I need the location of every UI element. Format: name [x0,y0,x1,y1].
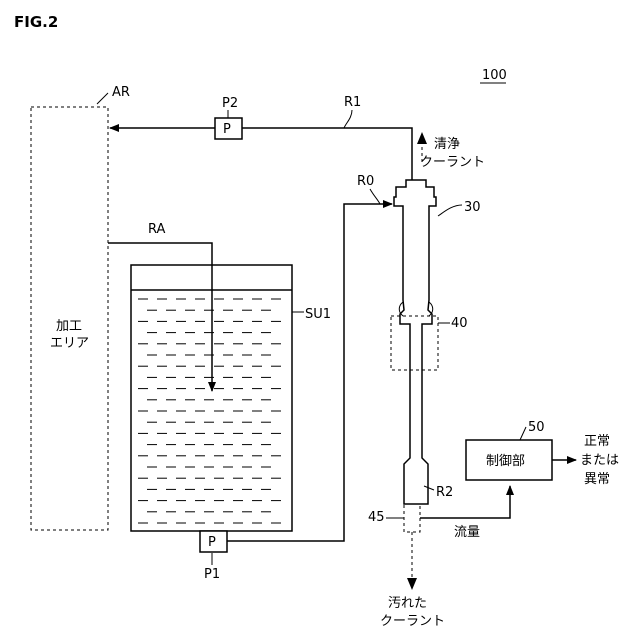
r0-label: R0 [357,174,374,189]
r1-leader [344,110,352,128]
figure-label: FIG.2 [14,13,58,31]
r1-label: R1 [344,95,361,110]
flow-rate-label: 流量 [454,525,480,540]
dirty-coolant-label-1: 汚れた [388,596,427,611]
cyclone-separator [394,180,436,504]
ra-label: RA [148,222,166,237]
ar-leader [97,93,108,104]
su1-label: SU1 [305,307,331,322]
result-label-2: または [580,453,619,468]
system-ref-label: 100 [482,68,507,83]
processing-area-label-1: 加工 [56,319,82,334]
n30-leader [438,205,462,216]
return-line-r1 [242,128,412,180]
n50-leader [520,427,526,440]
clean-coolant-label-2: クーラント [420,155,485,170]
r0-leader [370,189,380,204]
ar-label: AR [112,85,130,100]
pump-p2-symbol: P [223,122,231,137]
region-45 [404,504,420,532]
tank-liquid-hatching [138,299,281,523]
supply-line-r0 [227,204,392,541]
n40-label: 40 [451,316,468,331]
r2-leader [424,486,434,490]
n45-label: 45 [368,510,385,525]
flow-signal-line [420,486,510,518]
result-label-3: 異常 [584,472,610,487]
dirty-coolant-label-2: クーラント [380,614,445,629]
n50-label: 50 [528,420,545,435]
dirty-outlet-arrowhead [407,578,417,590]
p1-label: P1 [204,567,220,582]
p2-label: P2 [222,96,238,111]
r2-label: R2 [436,485,453,500]
result-label-1: 正常 [584,434,610,449]
processing-area-label-2: エリア [50,336,89,351]
pump-p1-symbol: P [208,535,216,550]
control-unit-label: 制御部 [486,454,525,469]
clean-outlet-arrowhead [417,132,427,144]
n30-label: 30 [464,200,481,215]
clean-coolant-label-1: 清浄 [434,137,460,152]
